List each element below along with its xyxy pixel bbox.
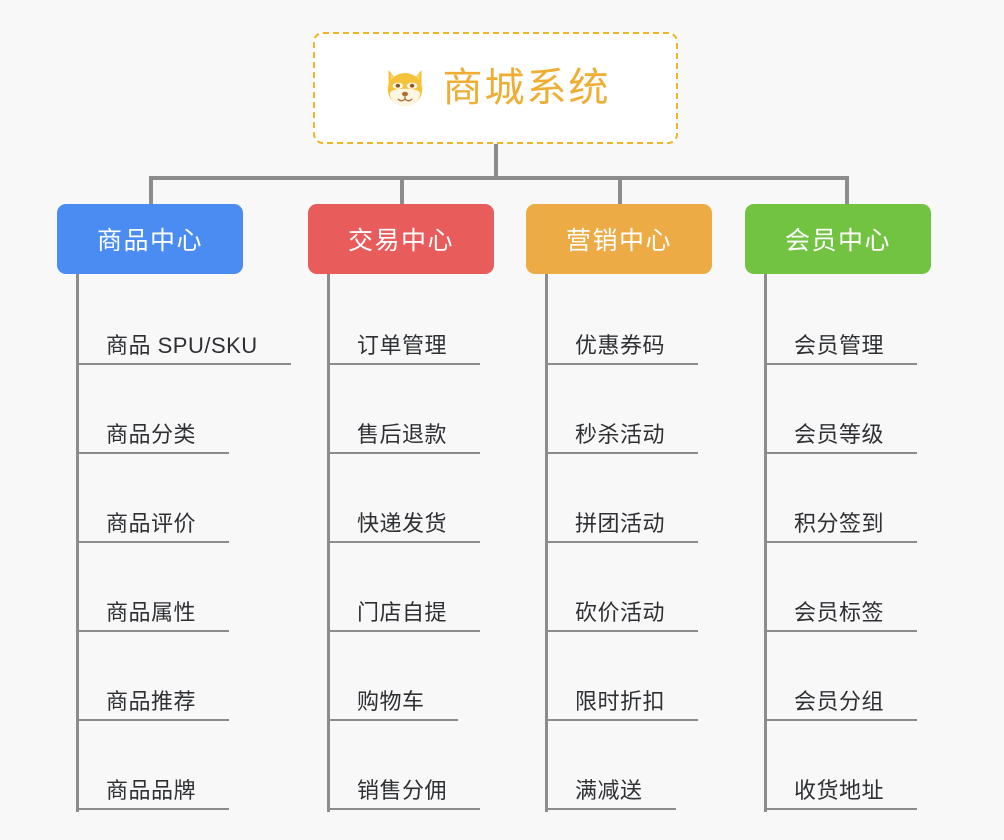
leaf-label: 会员管理 — [794, 333, 885, 358]
list-item[interactable]: 满减送 — [545, 778, 676, 810]
leaf-label: 满减送 — [575, 778, 643, 803]
category-label: 交易中心 — [347, 227, 454, 255]
list-item[interactable]: 商品品牌 — [76, 778, 229, 810]
column-trunk-line — [327, 274, 330, 812]
leaf-label: 积分签到 — [794, 511, 885, 536]
leaf-label: 商品 SPU/SKU — [106, 333, 258, 358]
leaf-label: 商品分类 — [106, 422, 197, 447]
column-trunk-line — [764, 274, 767, 812]
category-header-marketing-center[interactable]: 营销中心 — [526, 204, 712, 274]
list-item[interactable]: 销售分佣 — [327, 778, 480, 810]
list-item[interactable]: 秒杀活动 — [545, 422, 698, 454]
leaf-label: 销售分佣 — [357, 778, 448, 803]
leaf-label: 收货地址 — [794, 778, 885, 803]
list-item[interactable]: 商品 SPU/SKU — [76, 333, 291, 365]
leaf-label: 商品评价 — [106, 511, 197, 536]
leaf-label: 商品推荐 — [106, 689, 197, 714]
category-header-member-center[interactable]: 会员中心 — [745, 204, 931, 274]
list-item[interactable]: 限时折扣 — [545, 689, 698, 721]
leaf-label: 会员分组 — [794, 689, 885, 714]
category-header-product-center[interactable]: 商品中心 — [57, 204, 243, 274]
leaf-label: 门店自提 — [357, 600, 448, 625]
list-item[interactable]: 门店自提 — [327, 600, 480, 632]
leaf-label: 商品品牌 — [106, 778, 197, 803]
leaf-label: 砍价活动 — [575, 600, 666, 625]
leaf-label: 限时折扣 — [575, 689, 666, 714]
column-trunk-line — [76, 274, 79, 812]
connector-drop-4 — [845, 176, 849, 206]
category-label: 营销中心 — [565, 227, 672, 255]
leaf-label: 优惠券码 — [575, 333, 666, 358]
list-item[interactable]: 商品推荐 — [76, 689, 229, 721]
root-node[interactable]: 商城系统 — [313, 32, 678, 144]
leaf-label: 商品属性 — [106, 600, 197, 625]
shiba-dog-face-icon — [387, 70, 422, 108]
leaf-label: 售后退款 — [357, 422, 448, 447]
list-item[interactable]: 售后退款 — [327, 422, 480, 454]
leaf-label: 会员标签 — [794, 600, 885, 625]
connector-drop-2 — [400, 176, 404, 206]
list-item[interactable]: 会员标签 — [764, 600, 917, 632]
leaf-label: 购物车 — [357, 689, 425, 714]
connector-root-stem — [494, 144, 498, 179]
list-item[interactable]: 会员等级 — [764, 422, 917, 454]
category-label: 会员中心 — [784, 227, 891, 255]
column-marketing-center: 营销中心 优惠券码 秒杀活动 拼团活动 砍价活动 限时折扣 满减送 — [526, 204, 712, 812]
list-item[interactable]: 会员管理 — [764, 333, 917, 365]
column-member-center: 会员中心 会员管理 会员等级 积分签到 会员标签 会员分组 收货地址 — [745, 204, 931, 812]
connector-drop-1 — [149, 176, 153, 206]
leaf-label: 快递发货 — [357, 511, 448, 536]
column-trade-center: 交易中心 订单管理 售后退款 快递发货 门店自提 购物车 销售分佣 — [308, 204, 494, 812]
list-item[interactable]: 拼团活动 — [545, 511, 698, 543]
list-item[interactable]: 积分签到 — [764, 511, 917, 543]
list-item[interactable]: 优惠券码 — [545, 333, 698, 365]
list-item[interactable]: 商品属性 — [76, 600, 229, 632]
category-header-trade-center[interactable]: 交易中心 — [308, 204, 494, 274]
list-item[interactable]: 商品分类 — [76, 422, 229, 454]
root-title: 商城系统 — [442, 66, 611, 110]
connector-horizontal-bus — [149, 176, 849, 180]
list-item[interactable]: 会员分组 — [764, 689, 917, 721]
category-label: 商品中心 — [96, 227, 203, 255]
leaf-label: 拼团活动 — [575, 511, 666, 536]
connector-drop-3 — [618, 176, 622, 206]
leaf-label: 订单管理 — [357, 333, 448, 358]
column-trunk-line — [545, 274, 548, 812]
list-item[interactable]: 收货地址 — [764, 778, 917, 810]
list-item[interactable]: 购物车 — [327, 689, 458, 721]
leaf-label: 秒杀活动 — [575, 422, 666, 447]
leaf-label: 会员等级 — [794, 422, 885, 447]
list-item[interactable]: 商品评价 — [76, 511, 229, 543]
list-item[interactable]: 快递发货 — [327, 511, 480, 543]
list-item[interactable]: 订单管理 — [327, 333, 480, 365]
list-item[interactable]: 砍价活动 — [545, 600, 698, 632]
column-product-center: 商品中心 商品 SPU/SKU 商品分类 商品评价 商品属性 商品推荐 商品品牌 — [57, 204, 291, 812]
